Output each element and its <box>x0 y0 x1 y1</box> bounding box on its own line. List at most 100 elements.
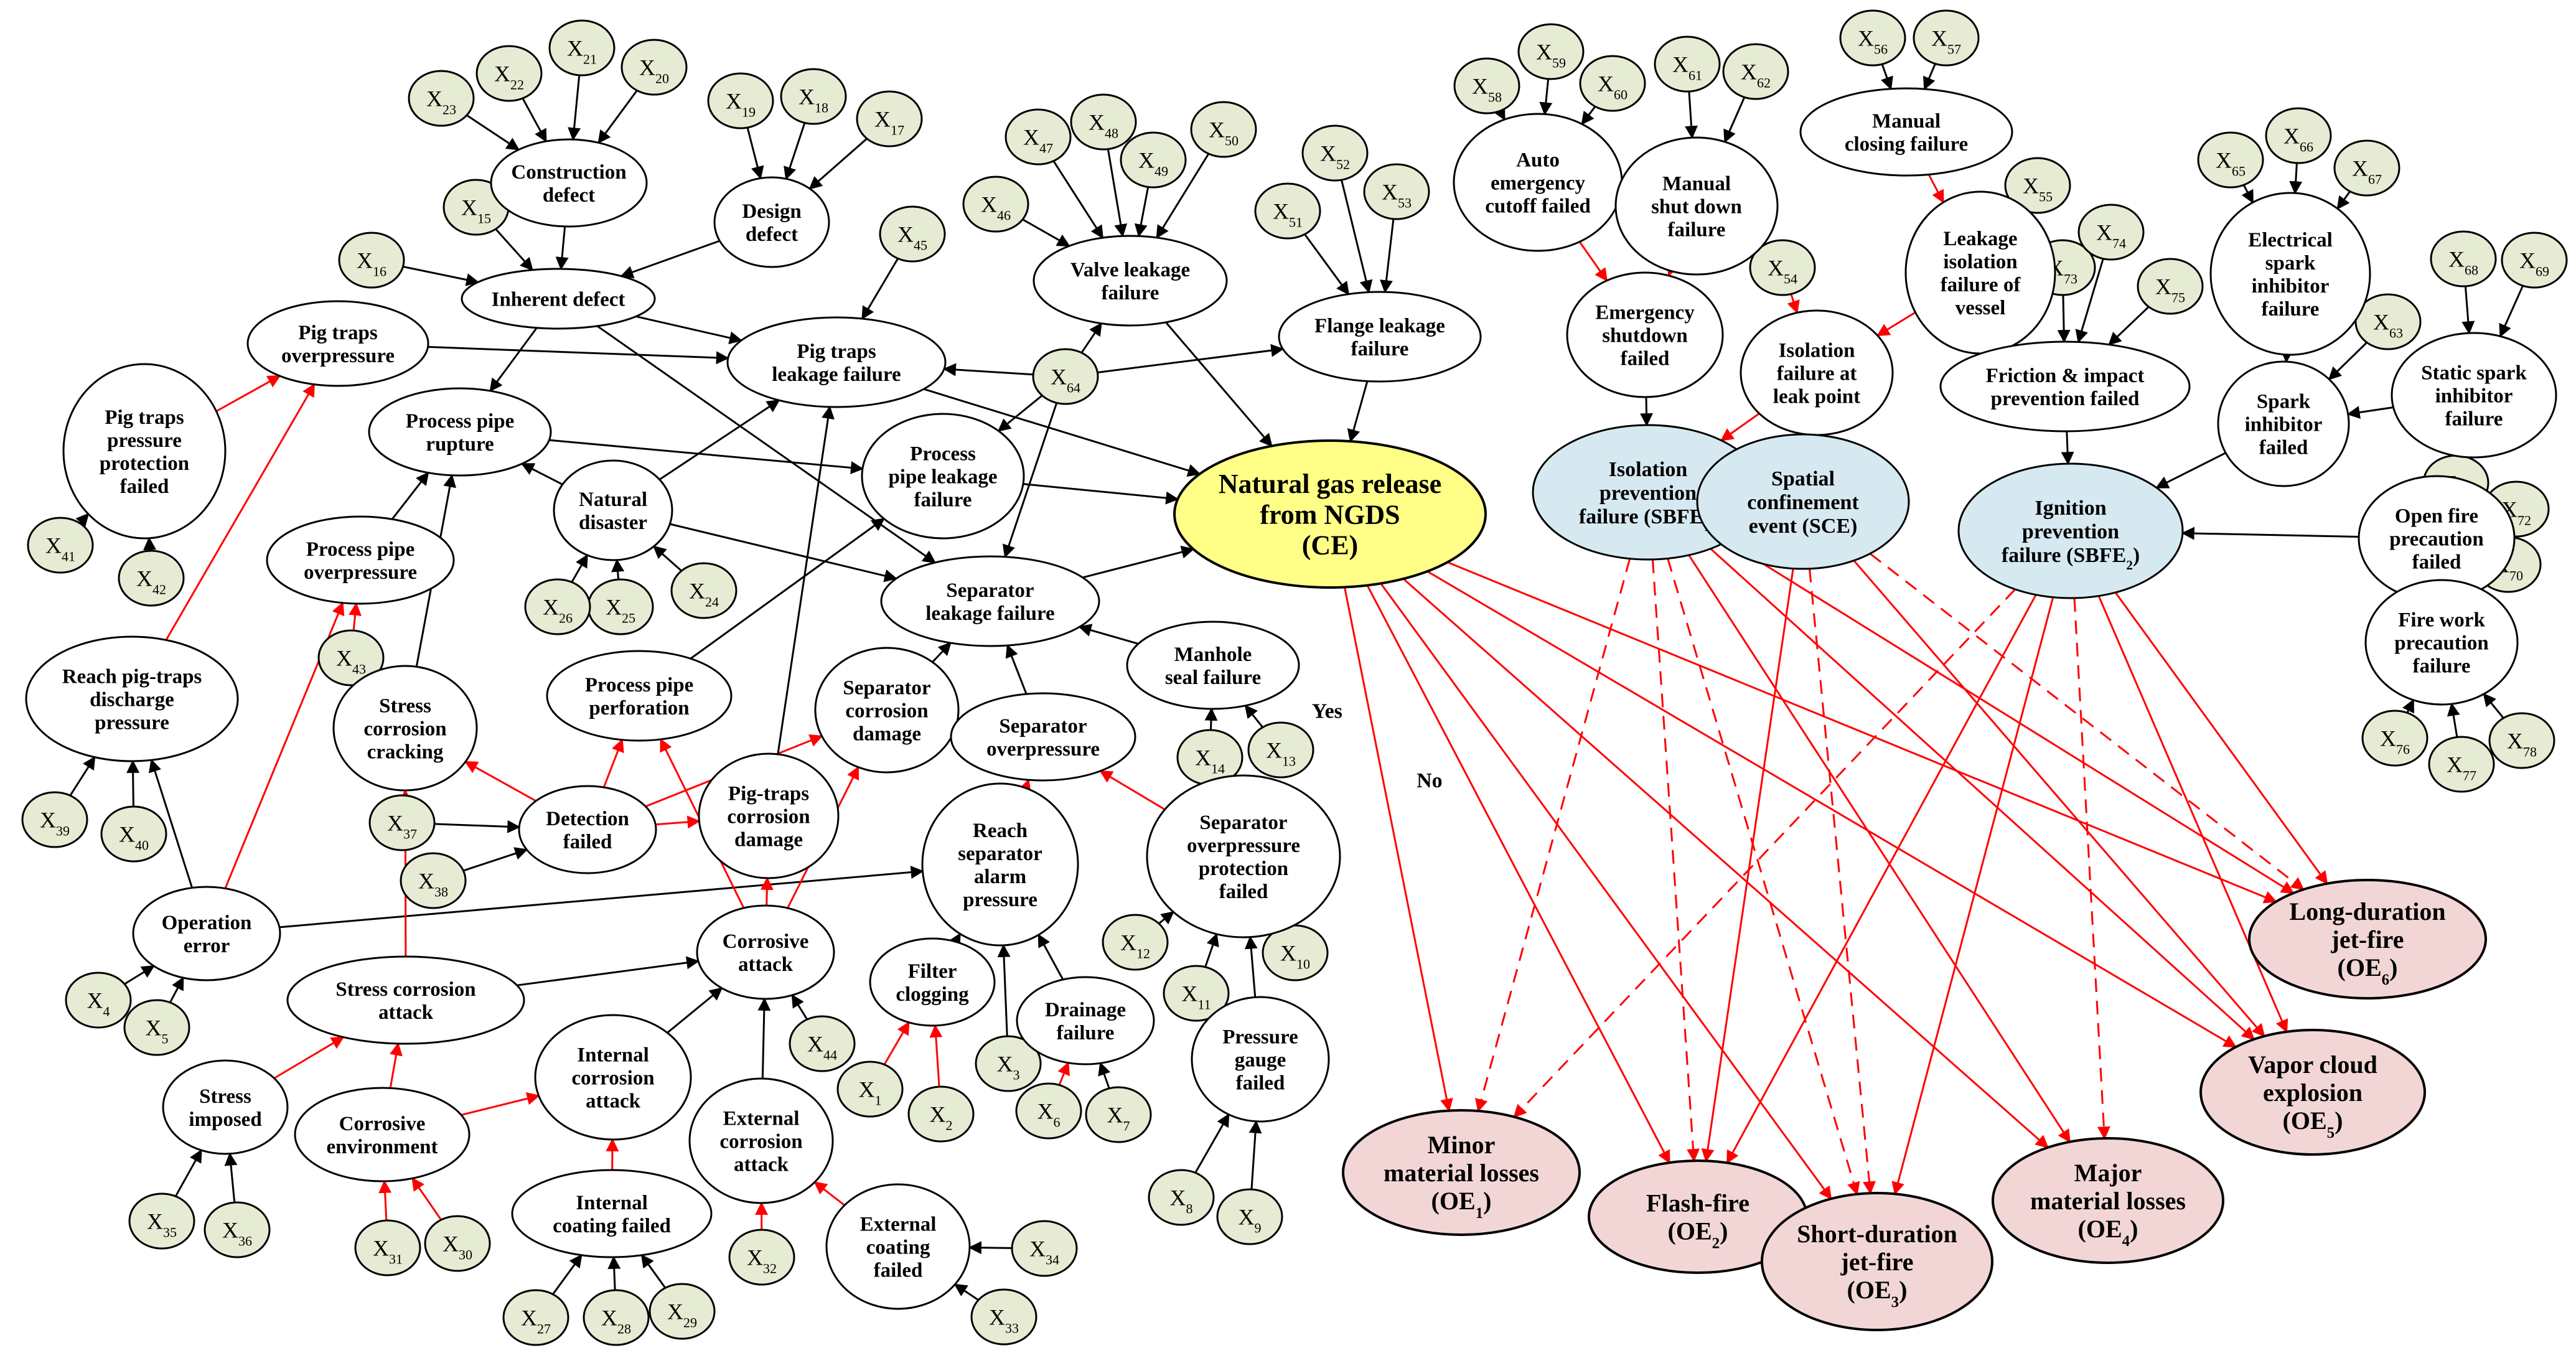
node-shape <box>546 650 733 742</box>
node-x44: X44 <box>789 1015 856 1072</box>
node-shape <box>424 1215 491 1272</box>
node-shape <box>688 1077 834 1204</box>
node-x46: X46 <box>962 176 1029 233</box>
node-label-line: X47 <box>1023 125 1053 156</box>
edge-pig_traps_leakage_failure-to-ce <box>923 388 1201 477</box>
node-label-line: Open fire <box>2395 505 2478 528</box>
node-label-line: attack <box>586 1090 641 1113</box>
node-x2: X2 <box>907 1085 975 1143</box>
edge-detection_failed-to-process_pipe_perforation <box>602 738 624 788</box>
edge-X34-to-external_coating_failed <box>968 1241 1013 1255</box>
node-label-line: material losses <box>2030 1187 2186 1215</box>
node-label-line: event (SCE) <box>1749 515 1858 538</box>
node-shape <box>2488 712 2555 769</box>
node-label-line: Spark <box>2257 391 2311 413</box>
node-label-line: X67 <box>2352 156 2382 187</box>
edge-sbfe2-to-oe1 <box>1513 588 2016 1118</box>
node-label-line: X2 <box>930 1102 953 1133</box>
node-shape <box>461 268 656 330</box>
node-shape <box>518 785 657 874</box>
edge-X65-to-electrical_spark_inhibitor_failure <box>2241 184 2254 204</box>
node-label-line: failure of <box>1941 274 2021 296</box>
node-shape <box>1032 348 1099 405</box>
node-label-line: damage <box>853 723 921 746</box>
node-label-line: failure <box>1351 338 1409 360</box>
node-label-line: Corrosive <box>723 930 809 953</box>
node-label-line: X38 <box>418 869 448 900</box>
node-label-line: shut down <box>1651 196 1742 218</box>
node-x12: X12 <box>1102 914 1169 971</box>
edge-X45-to-pig_traps_leakage_failure <box>861 258 899 320</box>
node-x65: X65 <box>2197 131 2264 189</box>
node-shape <box>338 232 405 289</box>
edge-static_spark_inhibitor_failure-to-spark_inhibitor_failed <box>2346 406 2394 419</box>
node-shape <box>1654 35 1721 93</box>
node-x69: X69 <box>2501 232 2568 289</box>
node-shape <box>502 1289 569 1346</box>
node-label-line: Construction <box>511 161 626 184</box>
node-label-line: leakage failure <box>772 363 901 386</box>
node-label-line: leakage failure <box>925 602 1054 625</box>
node-label-line: jet-fire <box>2331 925 2404 953</box>
node-shape <box>856 90 923 148</box>
node-x7: X7 <box>1085 1086 1152 1143</box>
node-label-line: inhibitor <box>2435 385 2513 408</box>
node-shape <box>2077 204 2145 261</box>
node-x13: X13 <box>1247 721 1314 779</box>
edge-X57-to-manual_closing_failure <box>1923 63 1936 90</box>
edge-X36-to-stress_imposed <box>224 1152 238 1203</box>
node-label-line: protection <box>100 452 189 475</box>
node-x56: X56 <box>1839 9 1906 67</box>
node-label-line: Pig traps <box>105 406 184 429</box>
node-shape <box>246 300 429 387</box>
node-label-line: X65 <box>2216 148 2246 179</box>
edge-natural_disaster-to-separator_leakage_failure <box>669 523 898 583</box>
edge-X8-to-pressure_gauge_failed <box>1194 1113 1230 1174</box>
node-shape <box>1015 1082 1082 1140</box>
edge-natural_disaster-to-process_pipe_rupture <box>520 462 563 485</box>
node-shape <box>524 578 591 635</box>
node-x74: X74 <box>2077 204 2145 261</box>
node-label-line: Filter <box>908 960 957 983</box>
node-label-line: Detection <box>546 808 629 830</box>
node-shape <box>975 1035 1042 1092</box>
node-label-line: seal failure <box>1165 667 1261 689</box>
node-x6: X6 <box>1015 1082 1082 1140</box>
node-x9: X9 <box>1216 1188 1283 1245</box>
node-x21: X21 <box>548 19 616 77</box>
node-x22: X22 <box>475 45 543 102</box>
edge-pressure_gauge_failed-to-separator_overpressure_protection_failed <box>1244 935 1258 998</box>
node-label-line: X53 <box>1382 180 1412 211</box>
node-x15: X15 <box>443 179 510 236</box>
node-shape <box>1033 235 1228 327</box>
node-label-line: X13 <box>1266 738 1296 769</box>
node-shape <box>2004 157 2071 214</box>
node-x58: X58 <box>1453 57 1520 115</box>
node-label-line: failure <box>1668 219 1726 241</box>
node-x41: X41 <box>27 517 94 574</box>
node-shape <box>1085 1086 1152 1143</box>
edge-inherent_defect-to-process_pipe_rupture <box>489 327 538 392</box>
node-shape <box>2361 709 2428 767</box>
edge-X24-to-natural_disaster <box>652 545 683 572</box>
node-shape <box>670 562 738 619</box>
node-shape <box>726 316 947 408</box>
edge-X64-to-valve_leakage_failure <box>1080 322 1102 354</box>
edge-process_pipe_rupture-to-process_pipe_leakage_failure <box>549 439 864 474</box>
edge-X73-to-friction_impact_prevention_failed <box>2057 294 2071 344</box>
node-label-line: corrosion <box>845 700 928 723</box>
edge-ce-to-oe3 <box>1380 583 1832 1200</box>
node-shape <box>880 555 1100 647</box>
node-label-line: X3 <box>997 1052 1020 1083</box>
node-x39: X39 <box>21 791 88 848</box>
node-label-line: Auto <box>1516 149 1560 172</box>
node-shape <box>511 1169 713 1258</box>
edge-sbfe1-to-oe6 <box>1726 540 2295 894</box>
